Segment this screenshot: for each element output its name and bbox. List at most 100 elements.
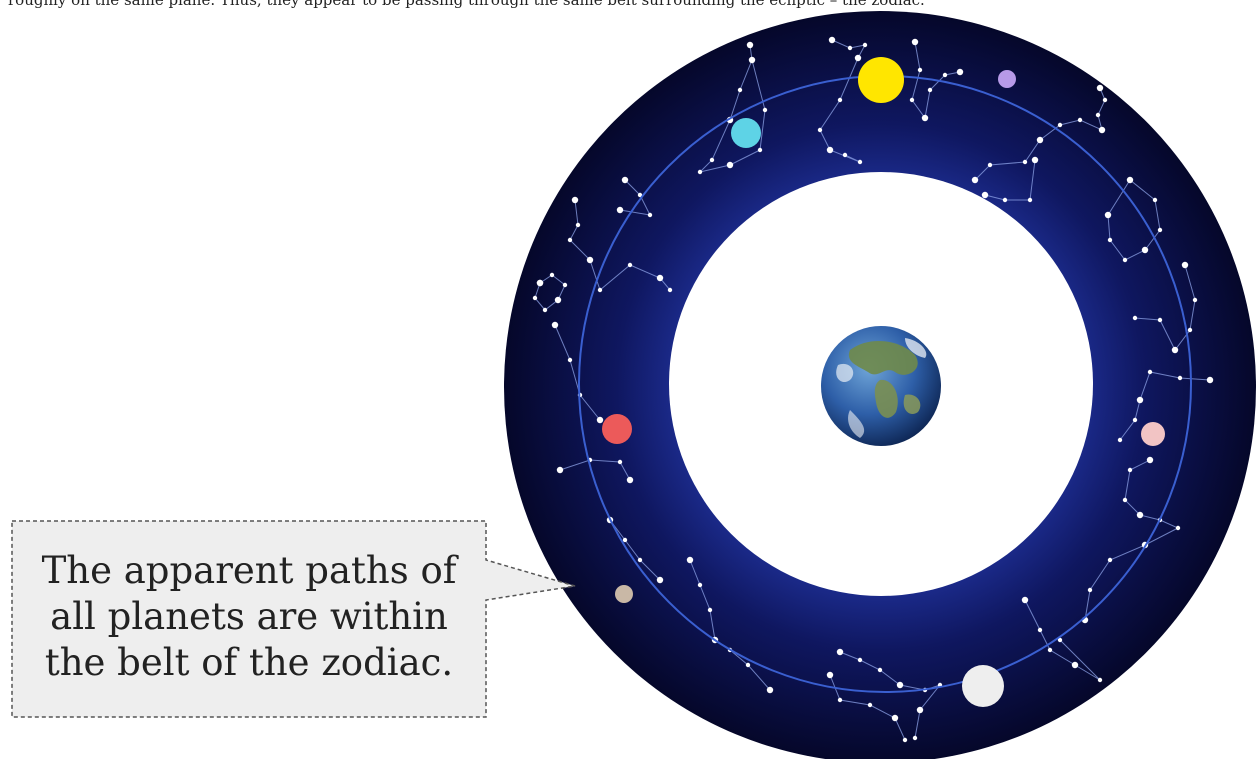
tan-planet xyxy=(615,585,633,603)
star xyxy=(598,288,602,292)
red-planet xyxy=(602,414,632,444)
star xyxy=(1037,137,1043,143)
star xyxy=(576,223,580,227)
earth-icon xyxy=(821,326,941,446)
star xyxy=(618,460,622,464)
star xyxy=(827,147,833,153)
star xyxy=(543,308,547,312)
star xyxy=(838,698,842,702)
star xyxy=(838,98,842,102)
star xyxy=(1142,247,1148,253)
star xyxy=(537,280,543,286)
star xyxy=(1182,262,1188,268)
star xyxy=(868,703,872,707)
star xyxy=(1048,648,1052,652)
star xyxy=(1096,113,1100,117)
star xyxy=(687,557,693,563)
star xyxy=(698,583,702,587)
star xyxy=(710,158,714,162)
star xyxy=(627,477,633,483)
star xyxy=(1058,123,1062,127)
star xyxy=(957,69,963,75)
star xyxy=(843,153,847,157)
star xyxy=(638,558,642,562)
star xyxy=(829,37,835,43)
star xyxy=(878,668,882,672)
star xyxy=(1022,597,1028,603)
star xyxy=(855,55,861,61)
pink-planet xyxy=(1141,422,1165,446)
star xyxy=(1108,558,1112,562)
star xyxy=(1118,438,1122,442)
star xyxy=(858,160,862,164)
star xyxy=(903,738,907,742)
star xyxy=(1078,118,1082,122)
star xyxy=(1072,662,1078,668)
star xyxy=(982,192,988,198)
star xyxy=(587,257,593,263)
callout-line: the belt of the zodiac. xyxy=(14,640,484,686)
star xyxy=(1032,157,1038,163)
star xyxy=(555,297,561,303)
star xyxy=(918,68,922,72)
star xyxy=(1158,318,1162,322)
star xyxy=(1105,212,1111,218)
star xyxy=(597,417,603,423)
star xyxy=(1147,457,1153,463)
star xyxy=(758,148,762,152)
star xyxy=(1088,588,1092,592)
star xyxy=(557,467,563,473)
star xyxy=(818,128,822,132)
star xyxy=(1028,198,1032,202)
star xyxy=(910,98,914,102)
callout-line: The apparent paths of xyxy=(14,548,484,594)
star xyxy=(738,88,742,92)
star xyxy=(1128,178,1132,182)
star xyxy=(1108,238,1112,242)
star xyxy=(1123,498,1127,502)
star xyxy=(912,39,918,45)
star xyxy=(922,115,928,121)
star xyxy=(1099,127,1105,133)
star xyxy=(622,177,628,183)
star xyxy=(1207,377,1213,383)
star xyxy=(1137,512,1143,518)
star xyxy=(858,658,862,662)
cyan-planet xyxy=(731,118,761,148)
star xyxy=(763,108,767,112)
star xyxy=(648,213,652,217)
callout-text: The apparent paths of all planets are wi… xyxy=(14,548,484,686)
star xyxy=(863,43,867,47)
star xyxy=(1133,316,1137,320)
star xyxy=(1097,85,1103,91)
star xyxy=(568,358,572,362)
star xyxy=(568,238,572,242)
star xyxy=(892,715,898,721)
star xyxy=(928,88,932,92)
star xyxy=(988,163,992,167)
star xyxy=(749,57,755,63)
star xyxy=(747,42,753,48)
star xyxy=(1176,526,1180,530)
sun xyxy=(858,57,904,103)
star xyxy=(1003,198,1007,202)
star xyxy=(628,263,632,267)
star xyxy=(623,538,627,542)
callout-line: all planets are within xyxy=(14,594,484,640)
star xyxy=(1038,628,1042,632)
star xyxy=(1188,328,1192,332)
star xyxy=(1023,160,1027,164)
star xyxy=(897,682,903,688)
star xyxy=(533,296,537,300)
violet-planet xyxy=(998,70,1016,88)
star xyxy=(827,672,833,678)
star xyxy=(1172,347,1178,353)
star xyxy=(657,275,663,281)
star xyxy=(1128,468,1132,472)
star xyxy=(552,322,558,328)
star xyxy=(1158,228,1162,232)
star xyxy=(708,608,712,612)
star xyxy=(1137,397,1143,403)
star xyxy=(657,577,663,583)
star xyxy=(848,46,852,50)
